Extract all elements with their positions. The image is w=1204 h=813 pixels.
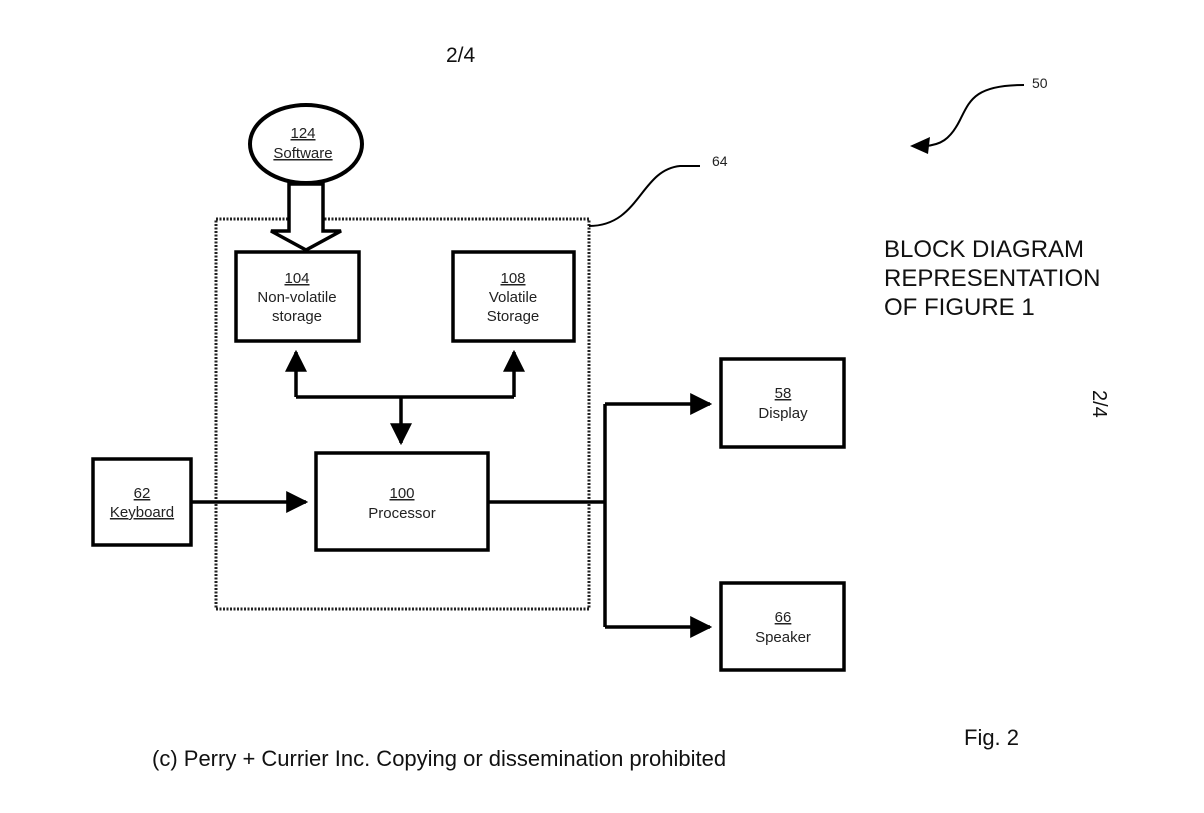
volatile-label-line1: Volatile xyxy=(489,289,537,306)
speaker-ref: 66 xyxy=(775,609,792,626)
node-processor: 100 Processor xyxy=(314,451,490,552)
title-line-3: OF FIGURE 1 xyxy=(884,294,1035,321)
page-number-side: 2/4 xyxy=(1088,390,1110,418)
callout-50-arrowhead xyxy=(910,137,930,154)
software-label: Software xyxy=(273,145,332,162)
callout-50-leader xyxy=(924,84,1025,147)
volatile-label-line2: Storage xyxy=(487,308,540,325)
node-speaker: 66 Speaker xyxy=(719,581,846,672)
figure-label: Fig. 2 xyxy=(964,725,1020,750)
callout-64-leader xyxy=(588,165,700,227)
copyright-notice: (c) Perry + Currier Inc. Copying or diss… xyxy=(152,746,727,771)
nonvolatile-label-line2: storage xyxy=(272,308,322,325)
title-line-1: BLOCK DIAGRAM xyxy=(884,236,1085,263)
node-software: 124 Software xyxy=(248,103,364,185)
software-ref: 124 xyxy=(290,125,315,142)
title-line-2: REPRESENTATION xyxy=(884,265,1101,292)
node-volatile-storage: 108 Volatile Storage xyxy=(451,250,576,343)
callout-50-label: 50 xyxy=(1032,75,1048,91)
display-ref: 58 xyxy=(775,385,792,402)
node-keyboard: 62 Keyboard xyxy=(91,457,193,547)
nonvolatile-label-line1: Non-volatile xyxy=(257,289,336,306)
processor-label: Processor xyxy=(368,505,436,522)
speaker-label: Speaker xyxy=(755,629,811,646)
display-label: Display xyxy=(758,405,808,422)
software-to-storage-arrow xyxy=(270,182,342,252)
callout-64-label: 64 xyxy=(712,153,728,169)
keyboard-label: Keyboard xyxy=(110,504,174,521)
enclosure-64-boundary xyxy=(214,217,591,611)
processor-ref: 100 xyxy=(389,485,414,502)
node-display: 58 Display xyxy=(719,357,846,449)
node-nonvolatile-storage: 104 Non-volatile storage xyxy=(234,250,361,343)
page-number-top: 2/4 xyxy=(446,44,476,67)
volatile-ref: 108 xyxy=(500,270,525,287)
diagram-title: BLOCK DIAGRAM REPRESENTATION OF FIGURE 1 xyxy=(884,235,1100,322)
keyboard-ref: 62 xyxy=(134,485,151,502)
nonvolatile-ref: 104 xyxy=(284,270,309,287)
